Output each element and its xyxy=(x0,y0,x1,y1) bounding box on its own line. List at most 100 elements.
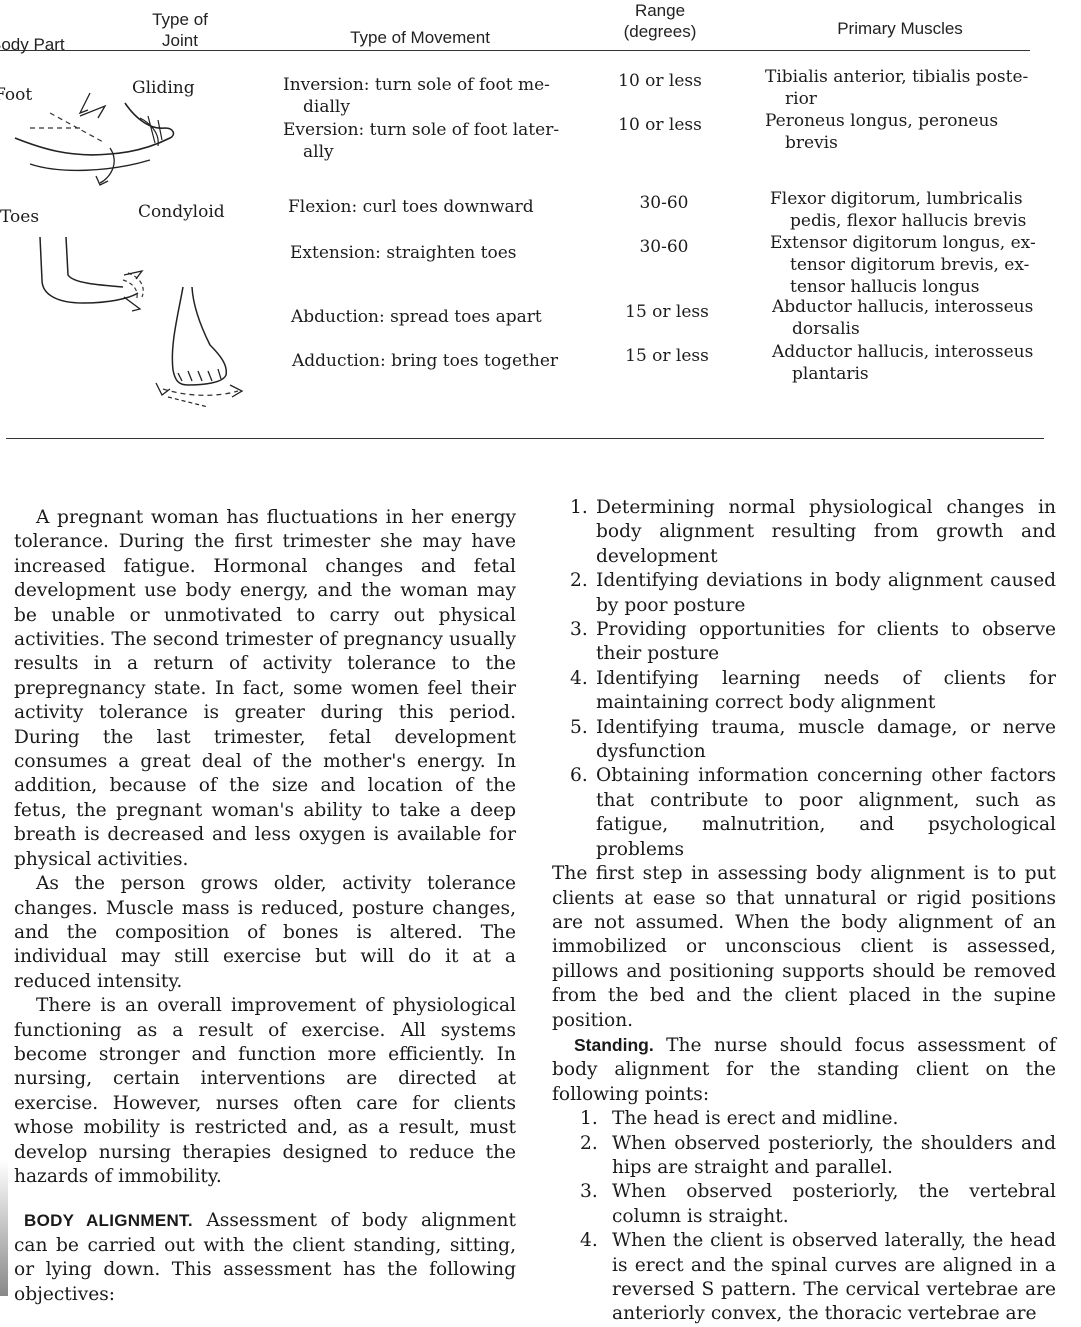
standing-heading: Standing. xyxy=(574,1034,654,1055)
header-range-line2: (degrees) xyxy=(623,22,697,41)
toes-row-flexion-range: 30-60 xyxy=(639,193,689,213)
objective-text: Identifying learning needs of clients fo… xyxy=(596,667,1056,714)
objective-number: 1. xyxy=(570,497,588,518)
adduction-movement-line1: Adduction: bring toes together xyxy=(292,351,559,371)
paragraph-exercise: There is an overall improvement of physi… xyxy=(14,995,516,1187)
flexion-muscles-line2: pedis, flexor hallucis brevis xyxy=(790,211,1027,231)
eversion-muscles-line2: brevis xyxy=(785,133,838,153)
toes-row-extension-movement: Extension: straighten toes xyxy=(290,242,580,264)
toes-row-extension-muscles: Extensor digitorum longus, ex- tensor di… xyxy=(770,232,1060,298)
point-text: When the client is observed laterally, t… xyxy=(612,1230,1056,1325)
inversion-muscles-line2: rior xyxy=(785,89,817,109)
extension-muscles-line3: tensor hallucis longus xyxy=(790,277,980,297)
objective-item: 3. Providing opportunities for clients to… xyxy=(552,618,1056,667)
toes-row-adduction-range: 15 or less xyxy=(625,346,709,366)
toes-row-adduction-muscles: Adductor hallucis, interosseus plantaris xyxy=(772,341,1062,385)
paragraph-pregnancy: A pregnant woman has fluctuations in her… xyxy=(14,507,516,870)
toes-row-abduction-muscles: Abductor hallucis, interosseus dorsalis xyxy=(772,296,1062,340)
paragraph-standing: Standing. The nurse should focus assessm… xyxy=(552,1033,1056,1107)
paragraph-aging: As the person grows older, activity tole… xyxy=(14,873,516,992)
abduction-movement-line1: Abduction: spread toes apart xyxy=(291,307,542,327)
toes-row-flexion-muscles: Flexor digitorum, lumbricalis pedis, fle… xyxy=(770,188,1060,232)
objectives-list: 1. Determining normal physiological chang… xyxy=(552,496,1056,862)
point-number: 3. xyxy=(580,1181,598,1203)
extension-movement-line1: Extension: straighten toes xyxy=(290,243,517,263)
toes-row-abduction-range: 15 or less xyxy=(625,302,709,322)
objective-item: 1. Determining normal physiological chang… xyxy=(552,496,1056,569)
standing-point: 2. When observed posteriorly, the shoulde… xyxy=(552,1132,1056,1181)
flexion-muscles-line1: Flexor digitorum, lumbricalis xyxy=(770,189,1023,209)
foot-row-inversion-range: 10 or less xyxy=(618,71,702,91)
objective-number: 5. xyxy=(570,716,588,738)
eversion-muscles-line1: Peroneus longus, peroneus xyxy=(765,111,999,131)
foot-row-inversion-muscles: Tibialis anterior, tibialis poste- rior xyxy=(765,66,1055,110)
toes-row-extension-range: 30-60 xyxy=(639,237,689,257)
foot-part-label: Foot xyxy=(0,85,33,105)
objective-item: 6. Obtaining information concerning other… xyxy=(552,764,1056,862)
extension-muscles-line2: tensor digitorum brevis, ex- xyxy=(790,255,1030,275)
toes-row-abduction-movement: Abduction: spread toes apart xyxy=(291,306,581,328)
flexion-movement-line1: Flexion: curl toes downward xyxy=(288,197,534,217)
objective-text: Identifying deviations in body alignment… xyxy=(596,570,1056,616)
header-joint-line2: Joint xyxy=(162,31,198,50)
adduction-muscles-line1: Adductor hallucis, interosseus xyxy=(772,342,1034,362)
header-body-part: Body Part xyxy=(0,35,65,54)
scan-edge-shadow xyxy=(0,1160,8,1296)
point-text: When observed posteriorly, the shoulders… xyxy=(612,1132,1056,1178)
abduction-muscles-line2: dorsalis xyxy=(792,319,860,339)
inversion-movement-line2: dially xyxy=(303,97,350,117)
objective-number: 2. xyxy=(570,570,588,592)
foot-row-eversion-movement: Eversion: turn sole of foot later- ally xyxy=(283,119,573,163)
foot-row-eversion-muscles: Peroneus longus, peroneus brevis xyxy=(765,110,1055,154)
objective-text: Providing opportunities for clients to o… xyxy=(596,619,1056,665)
foot-inversion-eversion-illustration xyxy=(14,92,175,186)
right-column: 1. Determining normal physiological chang… xyxy=(552,496,1056,1327)
objective-number: 6. xyxy=(570,765,588,787)
foot-joint-label: Gliding xyxy=(132,78,195,98)
header-rule xyxy=(0,50,1030,51)
objective-item: 2. Identifying deviations in body alignme… xyxy=(552,569,1056,618)
standing-point: 4. When the client is observed laterally,… xyxy=(552,1229,1056,1327)
left-column: A pregnant woman has fluctuations in her… xyxy=(14,506,516,1307)
standing-text: The nurse should focus assessment of bod… xyxy=(552,1034,1056,1105)
point-text: The head is erect and midline. xyxy=(612,1108,899,1130)
body-alignment-heading: BODY ALIGNMENT. xyxy=(24,1211,193,1231)
objective-text: Identifying trauma, muscle damage, or ne… xyxy=(596,716,1056,763)
extension-muscles-line1: Extensor digitorum longus, ex- xyxy=(770,233,1036,253)
point-text: When observed posteriorly, the vertebral… xyxy=(612,1181,1056,1227)
header-range-line1: Range xyxy=(634,1,686,20)
objective-number: 4. xyxy=(570,667,588,689)
point-number: 2. xyxy=(580,1132,598,1154)
standing-point: 3. When observed posteriorly, the vertebr… xyxy=(552,1180,1056,1229)
header-muscles: Primary Muscles xyxy=(837,19,963,38)
header-joint: Type of Joint xyxy=(125,9,235,51)
foot-row-eversion-range: 10 or less xyxy=(618,115,702,135)
foot-row-inversion-movement: Inversion: turn sole of foot me- dially xyxy=(283,74,573,118)
objective-text: Determining normal physiological changes… xyxy=(596,497,1056,567)
point-number: 1. xyxy=(580,1108,598,1130)
header-range: Range (degrees) xyxy=(600,0,720,42)
toes-joint-label: Condyloid xyxy=(138,202,225,222)
abduction-muscles-line1: Abductor hallucis, interosseus xyxy=(772,297,1034,317)
header-joint-line1: Type of xyxy=(152,10,208,29)
objective-item: 4. Identifying learning needs of clients … xyxy=(552,667,1056,716)
eversion-movement-line1: Eversion: turn sole of foot later- xyxy=(283,120,560,140)
paragraph-body-alignment: BODY ALIGNMENT. Assessment of body align… xyxy=(14,1209,516,1307)
inversion-muscles-line1: Tibialis anterior, tibialis poste- xyxy=(765,67,1029,87)
point-number: 4. xyxy=(580,1230,598,1252)
toes-part-label: Toes xyxy=(0,207,40,227)
adduction-muscles-line2: plantaris xyxy=(792,364,869,384)
table-bottom-rule xyxy=(6,438,1044,439)
standing-points-list: 1. The head is erect and midline. 2. When … xyxy=(552,1107,1056,1327)
objective-number: 3. xyxy=(570,619,588,641)
toes-row-flexion-movement: Flexion: curl toes downward xyxy=(288,196,578,218)
toes-flexion-extension-illustration xyxy=(39,236,144,312)
inversion-movement-line1: Inversion: turn sole of foot me- xyxy=(283,75,550,95)
standing-point: 1. The head is erect and midline. xyxy=(552,1107,1056,1131)
paragraph-first-step: The first step in assessing body alignme… xyxy=(552,863,1056,1031)
toes-row-adduction-movement: Adduction: bring toes together xyxy=(292,350,582,372)
eversion-movement-line2: ally xyxy=(303,142,334,162)
objective-text: Obtaining information concerning other f… xyxy=(596,765,1056,860)
toes-abduction-adduction-illustration xyxy=(155,286,244,408)
header-movement: Type of Movement xyxy=(350,28,490,47)
